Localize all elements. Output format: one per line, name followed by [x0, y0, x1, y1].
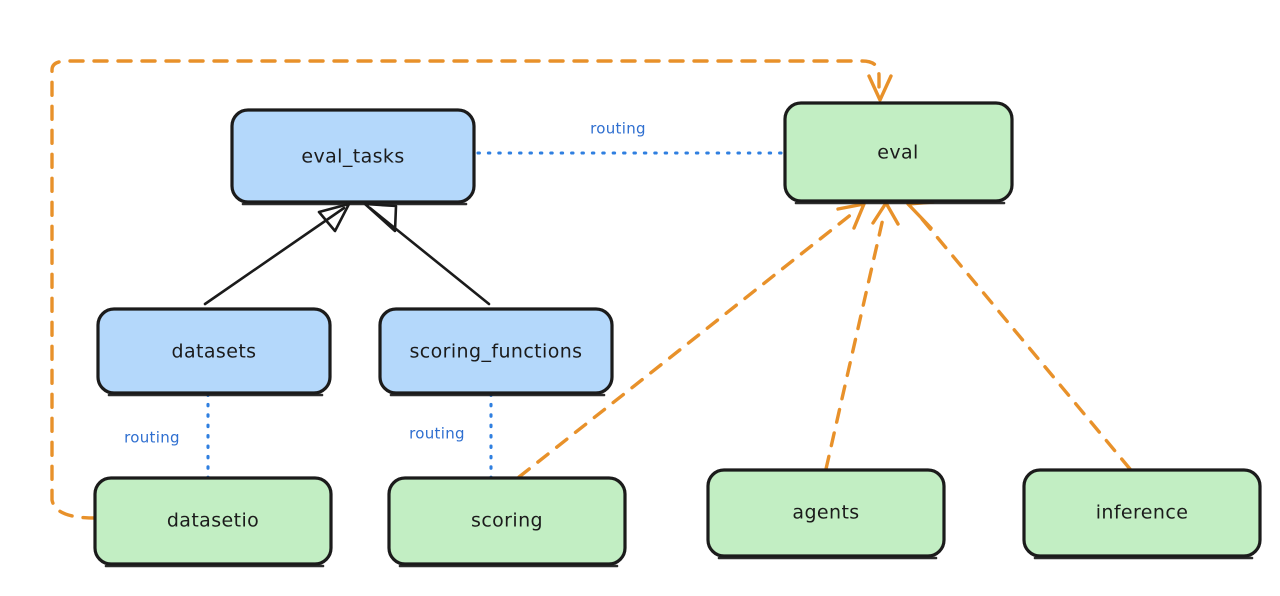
node-label-eval_tasks: eval_tasks: [301, 146, 404, 168]
node-label-scoring: scoring: [471, 510, 543, 532]
node-label-datasetio: datasetio: [167, 510, 259, 532]
edge-datasets-eval_tasks: [203, 202, 351, 306]
edge-label-text-3: routing: [409, 425, 465, 443]
edge-path-datasetio-eval: [50, 59, 881, 520]
node-eval_tasks[interactable]: eval_tasks: [230, 108, 476, 206]
edge-datasetio-eval: [50, 59, 893, 520]
node-eval[interactable]: eval: [783, 101, 1014, 205]
edge-path-datasets-eval_tasks: [203, 206, 346, 306]
edge-label-text-2: routing: [124, 429, 180, 447]
edge-label-bg-3: [395, 421, 479, 447]
edge-label-bg-2: [110, 425, 194, 451]
edge-label-routing-eval_tasks-eval: routing: [576, 116, 660, 142]
node-box-agents[interactable]: [706, 468, 946, 558]
edge-agents-eval: [824, 201, 900, 471]
edge-path-agents-eval: [824, 212, 886, 471]
edge-scoring_functions-eval_tasks: [363, 202, 491, 306]
node-datasets[interactable]: datasets: [96, 307, 332, 397]
node-label-inference: inference: [1096, 502, 1189, 524]
arrowhead-datasetio-eval: [867, 74, 893, 102]
node-agents[interactable]: agents: [706, 468, 946, 560]
node-box-scoring[interactable]: [387, 476, 627, 566]
node-box-datasetio[interactable]: [93, 476, 333, 566]
node-box-eval[interactable]: [783, 101, 1014, 203]
edge-label-text-1: routing: [590, 120, 646, 138]
node-inference[interactable]: inference: [1022, 468, 1262, 560]
edge-label-routing-scoring_functions-scoring: routing: [395, 421, 479, 447]
node-box-inference[interactable]: [1022, 468, 1262, 558]
edge-label-bg-1: [576, 116, 660, 142]
node-box-eval_tasks[interactable]: [230, 108, 476, 204]
node-label-datasets: datasets: [172, 341, 257, 363]
edge-path-scoring_functions-eval_tasks: [368, 206, 491, 306]
arrowhead-datasets-eval_tasks: [317, 202, 351, 233]
arrowhead-scoring-eval: [836, 202, 866, 230]
arrowhead-agents-eval: [871, 201, 900, 226]
edge-path-scoring-eval: [517, 211, 855, 479]
edge-label-routing-datasets-datasetio: routing: [110, 425, 194, 451]
node-scoring_functions[interactable]: scoring_functions: [378, 307, 614, 397]
edge-path-inference-eval: [915, 211, 1132, 471]
node-scoring[interactable]: scoring: [387, 476, 627, 568]
edge-inference-eval: [906, 200, 1132, 471]
arrowhead-inference-eval: [906, 200, 935, 230]
node-label-agents: agents: [792, 502, 859, 524]
node-label-eval: eval: [877, 142, 918, 164]
node-label-scoring_functions: scoring_functions: [410, 341, 583, 363]
arrowhead-scoring_functions-eval_tasks: [363, 202, 398, 233]
node-box-datasets[interactable]: [96, 307, 332, 395]
node-box-scoring_functions[interactable]: [378, 307, 614, 395]
node-datasetio[interactable]: datasetio: [93, 476, 333, 568]
